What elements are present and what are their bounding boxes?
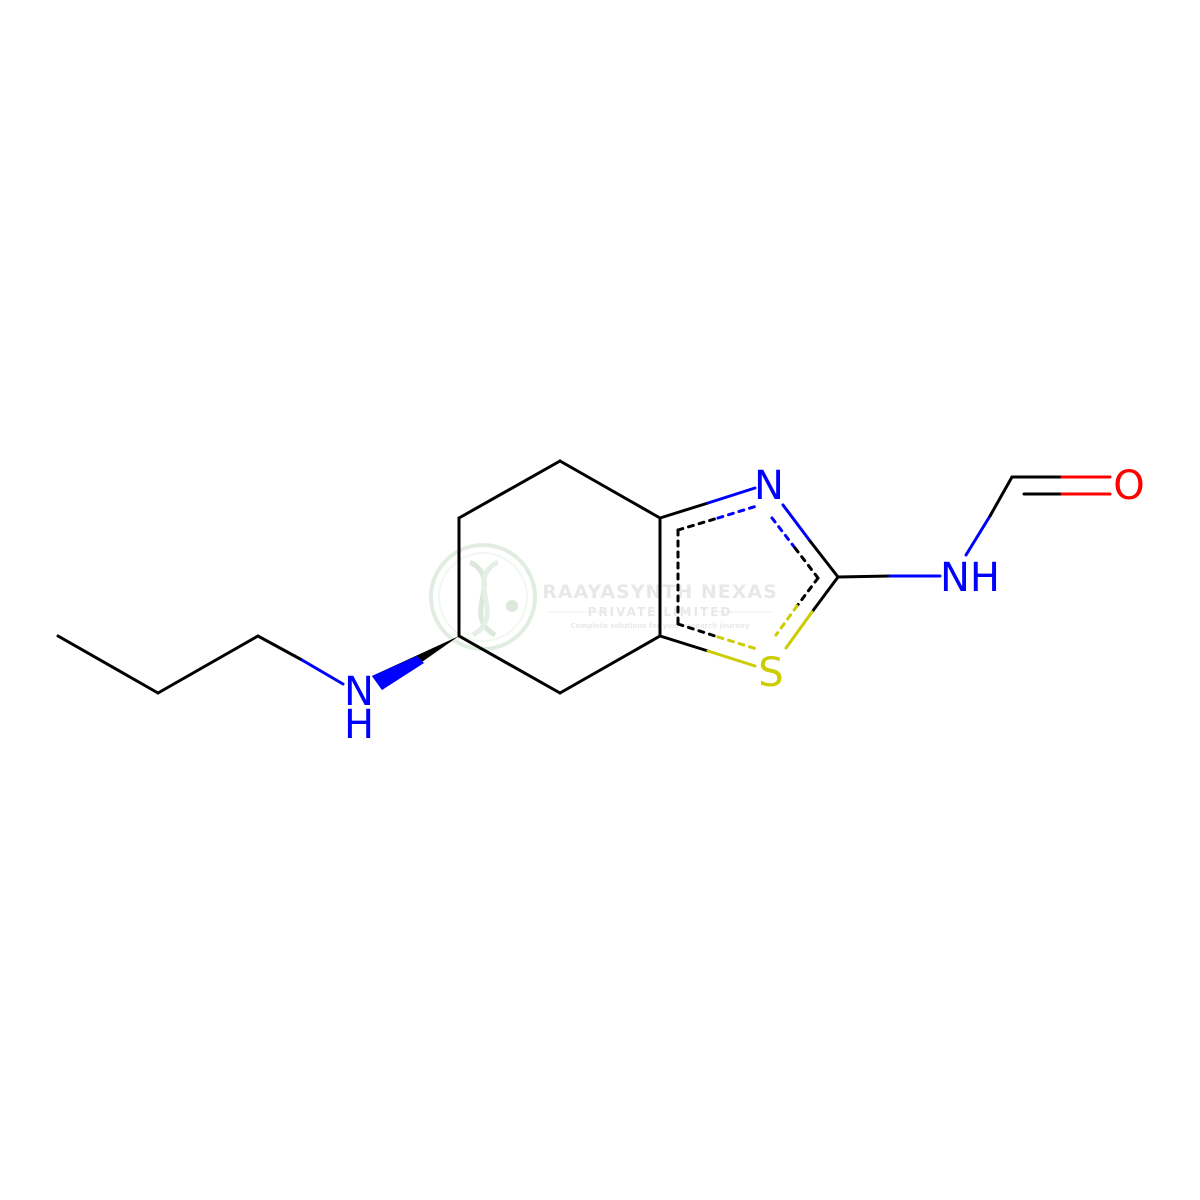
bond-c3a-n3-blue [706,486,757,505]
aromatic-c2-s [795,576,820,608]
bond-ring-c7-c8 [457,459,562,520]
aromatic-n3-c2 [793,546,820,580]
aromatic-c2-s-yellow [774,604,799,637]
bond-c3-n-amine-blue [300,658,345,686]
atom-n-amine: N [344,669,374,715]
bond-c7a-s-yellow [706,649,757,668]
bond-c2-c3 [156,634,260,695]
aromatic-c3a-n3 [676,516,720,532]
bond-c2-s [810,575,840,614]
bond-c3-n-amine [256,634,304,662]
bond-c2-nh [836,574,892,579]
bond-ring-c6-c5 [457,634,562,695]
atom-s-thiazole: S [758,650,783,696]
atom-labels: N S NH O N H [344,463,1145,748]
dna-logo-icon [429,543,537,651]
bond-nh-cho [988,475,1014,518]
bond-n3-c2-blue [781,503,812,543]
bonds [56,459,1112,695]
bond-c7a-s [658,634,710,653]
bond-c3a-n3 [658,501,710,520]
atom-o-carbonyl: O [1113,463,1144,509]
bond-c1-c2 [56,634,160,695]
watermark: RAAYASYNTH NEXAS PRIVATE LIMITED Complet… [429,543,777,651]
aromatic-c7a-s [676,622,720,639]
aromatic-n3-c2-blue [770,516,797,550]
bond-ring-c8-c3a [558,459,662,520]
bond-nh-cho-blue [964,514,992,557]
atom-nh-amide: NH [940,555,1000,601]
bond-ring-c5-c7a [558,634,662,695]
bond-n3-c2 [808,539,840,579]
aromatic-c3a-n3-blue [716,503,762,520]
atom-h-amine: H [344,702,374,748]
wedge-bond-c6-n-blue [372,656,424,690]
aromatic-c7a-s-yellow [716,635,762,652]
bond-c2-s-yellow [784,610,814,650]
atom-n-thiazole: N [754,463,784,509]
